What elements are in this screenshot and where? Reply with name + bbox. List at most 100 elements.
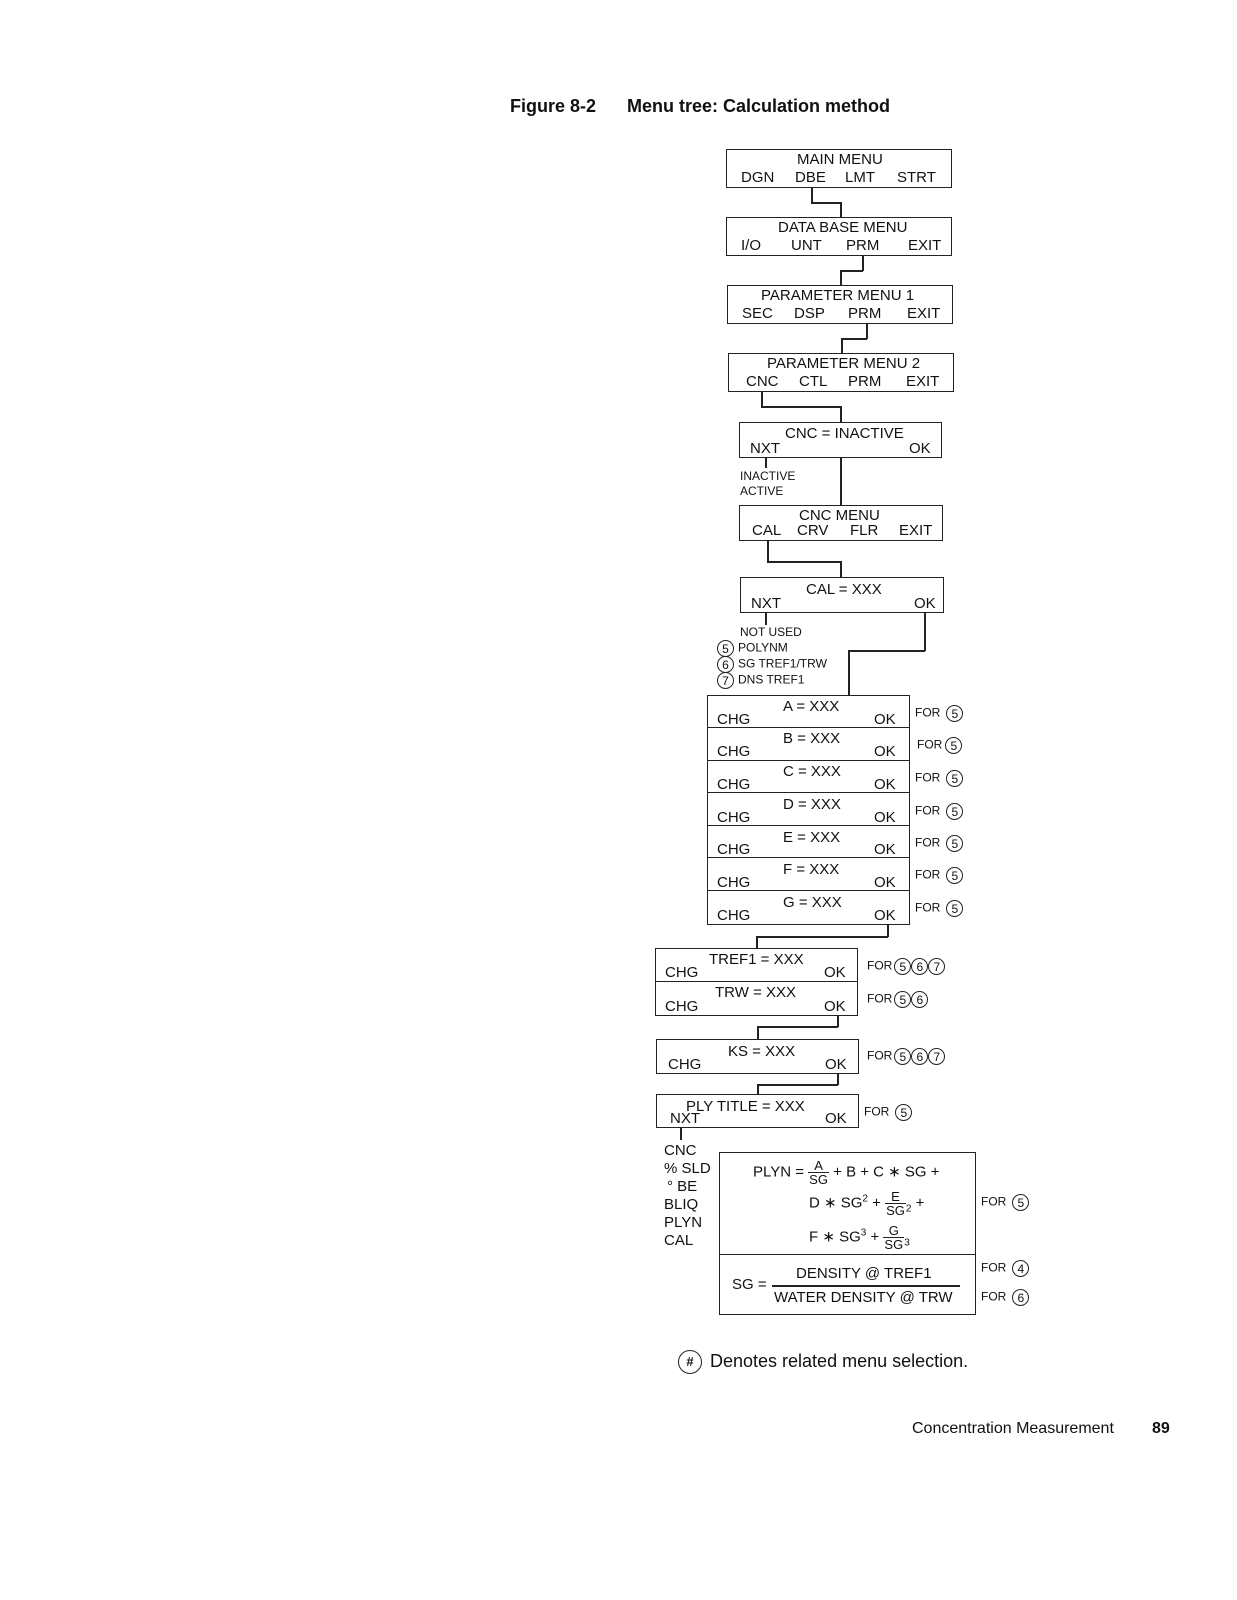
connector (757, 1084, 759, 1095)
cnc-menu-box: CNC MENU CAL CRV FLR EXIT (739, 505, 943, 541)
connector (837, 1074, 839, 1085)
connector (761, 392, 763, 407)
ks-row: KS = XXX CHG OK (656, 1039, 859, 1074)
key-unt: UNT (791, 237, 822, 254)
mark-5-icon: 5 (894, 991, 912, 1008)
option-not-used: NOT USED (740, 625, 802, 639)
option-active: ACTIVE (740, 484, 784, 498)
mark-5-icon: 5 (946, 835, 964, 852)
key-ctl: CTL (799, 373, 828, 390)
cal-ok: OK (914, 595, 936, 612)
connector (757, 1026, 759, 1040)
cal-nxt: NXT (751, 595, 781, 612)
cnc-status-title: CNC = INACTIVE (785, 425, 904, 442)
coefficient-row: E = XXX CHG OK (707, 825, 910, 858)
key-exit: EXIT (908, 237, 942, 254)
ply-option-cnc: CNC (664, 1142, 697, 1159)
cnc-status-ok: OK (909, 440, 931, 457)
coefficient-row: A = XXX CHG OK (707, 695, 910, 728)
mark-5-icon: 5 (946, 803, 964, 820)
database-menu-title: DATA BASE MENU (778, 219, 908, 236)
connector (866, 324, 868, 339)
key-strt: STRT (897, 169, 936, 186)
database-menu-box: DATA BASE MENU I/O UNT PRM EXIT (726, 217, 952, 256)
sg-formula-box: SG = DENSITY @ TREF1 WATER DENSITY @ TRW (719, 1254, 976, 1315)
mark-5-icon: 5 (894, 958, 912, 975)
connector (837, 1016, 839, 1027)
page-number: 89 (1152, 1420, 1170, 1437)
key-dgn: DGN (741, 169, 775, 186)
mark-7-icon: 7 (928, 958, 946, 975)
ply-option-plyn: PLYN (664, 1214, 703, 1231)
key-prm: PRM (846, 237, 880, 254)
mark-5-icon: 5 (895, 1104, 913, 1121)
mark-6-icon: 6 (911, 991, 929, 1008)
sg-denominator: WATER DENSITY @ TRW (774, 1289, 953, 1306)
coefficient-row: D = XXX CHG OK (707, 792, 910, 826)
ply-option-be: ° BE (667, 1178, 698, 1195)
main-menu-title: MAIN MENU (797, 151, 883, 168)
connector (840, 406, 842, 423)
fraction-bar (772, 1285, 960, 1287)
coefficient-row: F = XXX CHG OK (707, 857, 910, 891)
legend: #Denotes related menu selection. (678, 1350, 968, 1374)
connector (887, 925, 889, 937)
connector (840, 202, 842, 218)
connector (841, 338, 843, 354)
mark-5-icon: 5 (894, 1048, 912, 1065)
connector (756, 936, 758, 949)
key-exit: EXIT (906, 373, 940, 390)
connector (680, 1128, 682, 1140)
connector (757, 1084, 838, 1086)
figure-title: Menu tree: Calculation method (627, 96, 891, 116)
coefficient-row: B = XXX CHG OK (707, 727, 910, 761)
key-crv: CRV (797, 522, 829, 539)
tref1-row: TREF1 = XXX CHG OK (655, 948, 858, 982)
mark-5-icon: 5 (946, 770, 964, 787)
connector (757, 1026, 838, 1028)
connector (840, 270, 842, 286)
key-lmt: LMT (845, 169, 875, 186)
cal-box: CAL = XXX NXT OK (740, 577, 944, 613)
mark-6-icon: 6 (717, 656, 734, 673)
connector (840, 270, 863, 272)
parameter-menu-2-box: PARAMETER MENU 2 CNC CTL PRM EXIT (728, 353, 954, 392)
cnc-status-box: CNC = INACTIVE NXT OK (739, 422, 942, 458)
parameter-menu-1-title: PARAMETER MENU 1 (761, 287, 915, 304)
mark-5-icon: 5 (945, 737, 963, 754)
connector (840, 458, 842, 506)
key-prm: PRM (848, 373, 882, 390)
mark-4-icon: 4 (1012, 1260, 1030, 1277)
key-exit: EXIT (899, 522, 933, 539)
connector (841, 338, 867, 340)
coefficient-row: C = XXX CHG OK (707, 760, 910, 793)
cal-title: CAL = XXX (806, 581, 882, 598)
connector (862, 256, 864, 271)
mark-5-icon: 5 (946, 867, 964, 884)
key-dsp: DSP (794, 305, 825, 322)
mark-6-icon: 6 (911, 958, 929, 975)
mark-5-icon: 5 (1012, 1194, 1030, 1211)
figure-label: Figure 8-2 (510, 96, 597, 116)
key-cal: CAL (752, 522, 782, 539)
coefficient-row: G = XXX CHG OK (707, 890, 910, 925)
option-inactive: INACTIVE (740, 469, 796, 483)
connector (765, 613, 767, 625)
connector (848, 650, 850, 696)
connector (811, 202, 841, 204)
connector (840, 561, 842, 578)
mark-6-icon: 6 (1012, 1289, 1030, 1306)
